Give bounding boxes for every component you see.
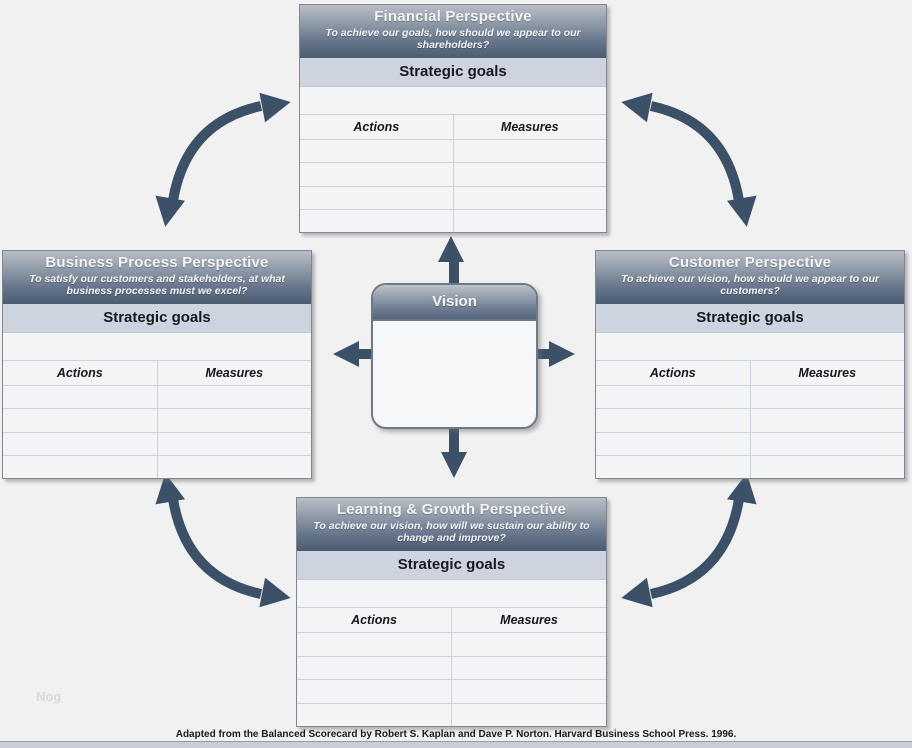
panel-learning-growth: Learning & Growth Perspective To achieve… [296,497,607,727]
empty-cell [750,386,904,410]
empty-cell [3,455,157,478]
empty-cell [300,163,453,187]
panel-business-process-strategic-goals: Strategic goals [3,304,311,333]
curved-arrow-top-right [621,92,757,227]
curved-arrow-bottom-left [155,473,291,608]
panel-business-process: Business Process Perspective To satisfy … [2,250,312,479]
measures-column-header: Measures [750,361,904,386]
empty-cell [452,656,606,680]
panel-customer-header: Customer Perspective To achieve our visi… [596,251,904,304]
empty-cell [453,209,606,232]
vision-arrow-left [333,341,371,367]
empty-cell [300,186,453,210]
empty-cell [750,432,904,456]
empty-cell [3,386,157,410]
panel-customer-actions-measures-table: Actions Measures [596,361,904,478]
actions-column: Actions [300,115,453,232]
empty-cell [157,432,311,456]
empty-cell [453,186,606,210]
empty-cell [3,409,157,433]
empty-cell [297,656,451,680]
panel-customer-empty-goals-row [596,333,904,361]
attribution-note: Adapted from the Balanced Scorecard by R… [175,729,737,740]
measures-column-header: Measures [453,115,606,140]
empty-cell [750,409,904,433]
empty-cell [452,703,606,726]
curved-arrow-bottom-right [621,473,757,608]
empty-cell [596,386,750,410]
measures-column: Measures [452,115,606,232]
actions-column-header: Actions [300,115,453,140]
measures-column: Measures [749,361,904,478]
panel-financial-title: Financial Perspective [374,8,532,25]
panel-learning-growth-subtitle: To achieve our vision, how will we susta… [313,520,590,545]
panel-financial-header: Financial Perspective To achieve our goa… [300,5,606,58]
actions-column: Actions [297,608,451,726]
panel-business-process-actions-measures-table: Actions Measures [3,361,311,478]
panel-financial-actions-measures-table: Actions Measures [300,115,606,232]
empty-cell [596,409,750,433]
panel-financial-subtitle: To achieve our goals, how should we appe… [325,27,581,52]
empty-cell [300,140,453,164]
actions-column-header: Actions [596,361,750,386]
vision-title: Vision [373,285,536,321]
panel-learning-growth-title: Learning & Growth Perspective [336,501,567,518]
measures-column-header: Measures [157,361,311,386]
empty-cell [596,455,750,478]
empty-cell [453,163,606,187]
empty-cell [750,455,904,478]
panel-customer-title: Customer Perspective [668,254,832,271]
panel-customer-subtitle: To achieve our vision, how should we app… [620,273,880,298]
panel-business-process-subtitle: To satisfy our customers and stakeholder… [29,273,285,298]
panel-learning-growth-actions-measures-table: Actions Measures [297,608,606,726]
panel-business-process-empty-goals-row [3,333,311,361]
empty-cell [3,432,157,456]
empty-cell [157,409,311,433]
panel-customer-strategic-goals: Strategic goals [596,304,904,333]
actions-column-header: Actions [3,361,157,386]
bottom-edge-strip [0,741,912,748]
vision-arrow-up [438,236,464,283]
curved-arrow-top-left [155,92,291,227]
empty-cell [157,386,311,410]
empty-cell [157,455,311,478]
panel-learning-growth-strategic-goals: Strategic goals [297,551,606,580]
vision-box: Vision [371,283,538,429]
empty-cell [453,140,606,164]
panel-learning-growth-header: Learning & Growth Perspective To achieve… [297,498,606,551]
empty-cell [452,680,606,704]
panel-business-process-header: Business Process Perspective To satisfy … [3,251,311,304]
vision-arrow-right [538,341,575,367]
empty-cell [297,680,451,704]
panel-financial: Financial Perspective To achieve our goa… [299,4,607,233]
actions-column: Actions [596,361,750,478]
measures-column: Measures [451,608,606,726]
panel-learning-growth-empty-goals-row [297,580,606,608]
vision-body [373,321,536,427]
actions-column-header: Actions [297,608,451,633]
panel-financial-empty-goals-row [300,87,606,115]
actions-column: Actions [3,361,157,478]
vision-arrow-down [441,428,467,478]
measures-column-header: Measures [452,608,606,633]
empty-cell [596,432,750,456]
panel-financial-strategic-goals: Strategic goals [300,58,606,87]
empty-cell [300,209,453,232]
empty-cell [297,703,451,726]
panel-business-process-title: Business Process Perspective [45,254,269,271]
panel-customer: Customer Perspective To achieve our visi… [595,250,905,479]
measures-column: Measures [156,361,311,478]
empty-cell [452,633,606,657]
watermark-text: Nog [36,689,62,704]
empty-cell [297,633,451,657]
